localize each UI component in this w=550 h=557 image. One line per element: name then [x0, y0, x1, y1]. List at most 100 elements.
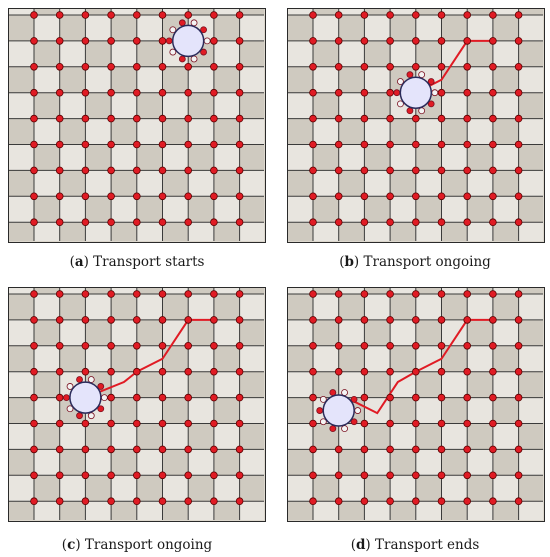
floor-tile	[59, 345, 86, 372]
floor-tile	[364, 397, 391, 424]
floor-tile	[162, 92, 189, 119]
robot-node	[463, 497, 472, 506]
floor-tile	[390, 9, 416, 15]
floor-tile	[213, 170, 240, 197]
floor-tile	[313, 15, 339, 41]
floor-tile	[441, 397, 468, 424]
robot-node	[133, 290, 141, 298]
floor-tile	[136, 475, 163, 502]
robot-node	[437, 316, 446, 324]
robot-node	[133, 62, 141, 71]
robot-node	[30, 37, 38, 45]
robot-node	[107, 218, 115, 227]
gripper-robot	[87, 412, 95, 420]
robot-node	[184, 419, 193, 428]
robot-node	[81, 471, 90, 480]
floor-tile	[338, 92, 365, 119]
robot-node	[133, 192, 141, 201]
floor-tile	[239, 15, 264, 41]
floor-tile	[415, 144, 442, 171]
floor-tile	[313, 294, 339, 320]
robot-node	[412, 419, 420, 428]
robot-node	[210, 37, 218, 45]
robot-node	[309, 166, 317, 175]
floor-tile	[162, 319, 189, 346]
robot-node	[489, 316, 497, 324]
floor-tile	[467, 144, 493, 171]
robot-node	[210, 445, 218, 454]
gripper-robot	[97, 383, 105, 390]
robot-swarm-grid	[288, 9, 543, 241]
robot-node	[55, 419, 64, 428]
floor-tile	[467, 15, 493, 41]
floor-tile	[390, 423, 416, 450]
robot-node	[360, 367, 369, 376]
floor-tile	[34, 9, 60, 15]
robot-node	[30, 497, 38, 506]
floor-tile	[338, 118, 365, 145]
floor-tile	[136, 15, 163, 41]
robot-node	[158, 114, 167, 123]
floor-tile	[34, 40, 60, 67]
robot-node	[158, 166, 167, 175]
floor-tile	[162, 144, 189, 171]
floor-tile	[162, 345, 189, 372]
robot-node	[158, 497, 167, 506]
floor-tile	[9, 449, 35, 476]
floor-tile	[136, 345, 163, 372]
robot-node	[235, 341, 244, 350]
robot-node	[437, 166, 446, 175]
floor-tile	[415, 345, 442, 372]
robot-node	[463, 316, 472, 324]
floor-tile	[518, 501, 543, 520]
gripper-robot	[329, 389, 337, 396]
floor-tile	[467, 66, 493, 93]
floor-tile	[85, 423, 112, 450]
robot-node	[412, 166, 420, 175]
robot-node	[514, 88, 523, 97]
floor-tile	[492, 118, 519, 145]
floor-tile	[85, 222, 112, 241]
floor-tile	[111, 319, 137, 346]
robot-node	[309, 393, 317, 402]
robot-node	[184, 445, 193, 454]
floor-tile	[34, 397, 60, 424]
floor-tile	[188, 288, 214, 294]
robot-node	[360, 192, 369, 201]
floor-tile	[239, 501, 264, 520]
robot-node	[514, 37, 523, 45]
robot-node	[210, 114, 218, 123]
robot-node	[133, 471, 141, 480]
gripper-robot	[418, 107, 426, 115]
floor-tile	[492, 475, 519, 502]
floor-tile	[111, 397, 137, 424]
floor-tile	[9, 288, 35, 294]
robot-node	[437, 341, 446, 350]
robot-node	[133, 218, 141, 227]
floor-tile	[239, 40, 264, 67]
floor-tile	[136, 423, 163, 450]
floor-tile	[288, 92, 313, 119]
floor-tile	[111, 66, 137, 93]
robot-node	[463, 419, 472, 428]
floor-tile	[136, 118, 163, 145]
robot-node	[489, 192, 497, 201]
gripper-robot	[431, 89, 439, 97]
robot-node	[133, 393, 141, 402]
gripper-robot	[101, 394, 108, 401]
robot-node	[81, 218, 90, 227]
gripper-robot	[418, 71, 426, 79]
floor-tile	[111, 118, 137, 145]
floor-tile	[467, 40, 493, 67]
robot-node	[158, 290, 167, 298]
robot-node	[55, 88, 64, 97]
floor-tile	[9, 40, 35, 67]
floor-tile	[518, 397, 543, 424]
robot-node	[81, 166, 90, 175]
floor-tile	[213, 118, 240, 145]
floor-tile	[364, 196, 391, 223]
robot-node	[514, 393, 523, 402]
robot-node	[133, 419, 141, 428]
robot-node	[309, 497, 317, 506]
robot-node	[489, 290, 497, 298]
